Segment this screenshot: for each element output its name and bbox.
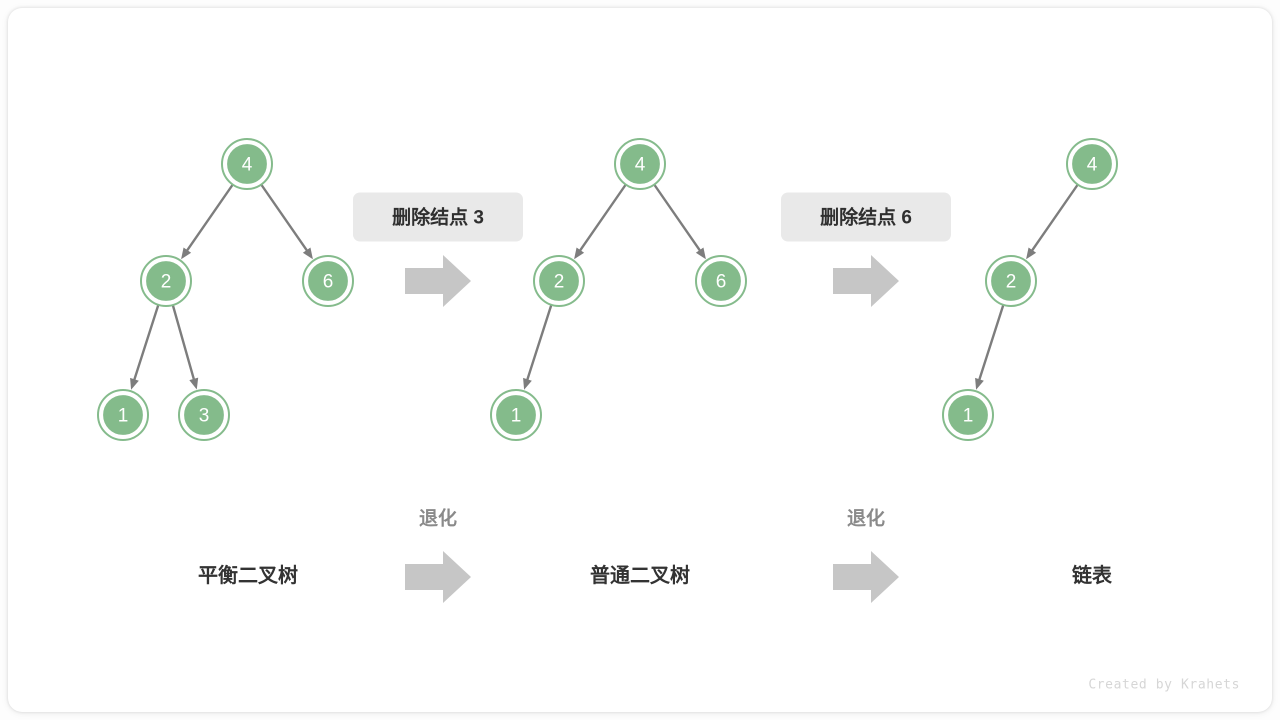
tree-node-value: 1 bbox=[118, 406, 129, 427]
tree-caption-balanced-binary-tree: 平衡二叉树 bbox=[198, 563, 298, 587]
tree-node-2: 2 bbox=[985, 255, 1037, 307]
tree-nodes: 4 2 6 1 bbox=[490, 138, 747, 441]
tree-edge-2-to-1 bbox=[975, 304, 1005, 390]
tree-node-6: 6 bbox=[695, 255, 747, 307]
diagram-card bbox=[8, 8, 1272, 712]
tree-node-value: 2 bbox=[1006, 272, 1017, 293]
tree-edge-2-to-3 bbox=[171, 304, 199, 390]
badge-delete-node-6: 删除结点 6 bbox=[781, 192, 951, 242]
tree-edges bbox=[975, 184, 1079, 390]
step-arrow-2 bbox=[833, 255, 899, 307]
transition-arrow-degrade-2 bbox=[833, 551, 899, 603]
tree-nodes: 4 2 6 1 3 bbox=[97, 138, 354, 441]
tree-node-4: 4 bbox=[1066, 138, 1118, 190]
tree-node-6: 6 bbox=[302, 255, 354, 307]
tree-edge-4-to-6 bbox=[260, 184, 313, 260]
tree-edge-4-to-6 bbox=[653, 184, 706, 260]
tree-balanced-binary-tree: 4 2 6 1 3 bbox=[97, 138, 354, 441]
tree-edge-4-to-2 bbox=[1026, 184, 1079, 260]
transition-arrow-degrade-1 bbox=[405, 551, 471, 603]
tree-edge-4-to-2 bbox=[181, 184, 234, 260]
tree-edge-2-to-1 bbox=[523, 304, 553, 390]
credit-text: Created by Krahets bbox=[1088, 678, 1240, 693]
tree-node-value: 4 bbox=[635, 155, 646, 176]
tree-node-1: 1 bbox=[490, 389, 542, 441]
step-arrow-1 bbox=[405, 255, 471, 307]
tree-edges bbox=[130, 184, 313, 390]
tree-node-2: 2 bbox=[533, 255, 585, 307]
tree-caption-linked-list: 链表 bbox=[1072, 563, 1113, 587]
tree-node-1: 1 bbox=[97, 389, 149, 441]
tree-linked-list: 4 2 1 bbox=[942, 138, 1118, 441]
badge-background bbox=[781, 192, 951, 242]
tree-node-value: 6 bbox=[323, 272, 334, 293]
tree-node-4: 4 bbox=[221, 138, 273, 190]
badge-label: 删除结点 3 bbox=[392, 206, 484, 229]
transition-label-degrade-1: 退化 bbox=[419, 507, 457, 530]
tree-node-1: 1 bbox=[942, 389, 994, 441]
tree-node-value: 4 bbox=[242, 155, 253, 176]
tree-ordinary-binary-tree: 4 2 6 1 bbox=[490, 138, 747, 441]
tree-edge-2-to-1 bbox=[130, 304, 160, 390]
tree-node-value: 1 bbox=[963, 406, 974, 427]
tree-node-4: 4 bbox=[614, 138, 666, 190]
tree-node-value: 3 bbox=[199, 406, 210, 427]
tree-node-value: 2 bbox=[161, 272, 172, 293]
tree-caption-ordinary-binary-tree: 普通二叉树 bbox=[590, 563, 690, 587]
tree-node-value: 6 bbox=[716, 272, 727, 293]
tree-node-value: 1 bbox=[511, 406, 522, 427]
tree-node-2: 2 bbox=[140, 255, 192, 307]
tree-edges bbox=[523, 184, 706, 390]
tree-edge-4-to-2 bbox=[574, 184, 627, 260]
tree-nodes: 4 2 1 bbox=[942, 138, 1118, 441]
badge-background bbox=[353, 192, 523, 242]
badge-label: 删除结点 6 bbox=[820, 206, 912, 229]
transition-label-degrade-2: 退化 bbox=[847, 507, 885, 530]
tree-node-3: 3 bbox=[178, 389, 230, 441]
tree-node-value: 2 bbox=[554, 272, 565, 293]
badge-delete-node-3: 删除结点 3 bbox=[353, 192, 523, 242]
tree-node-value: 4 bbox=[1087, 155, 1098, 176]
